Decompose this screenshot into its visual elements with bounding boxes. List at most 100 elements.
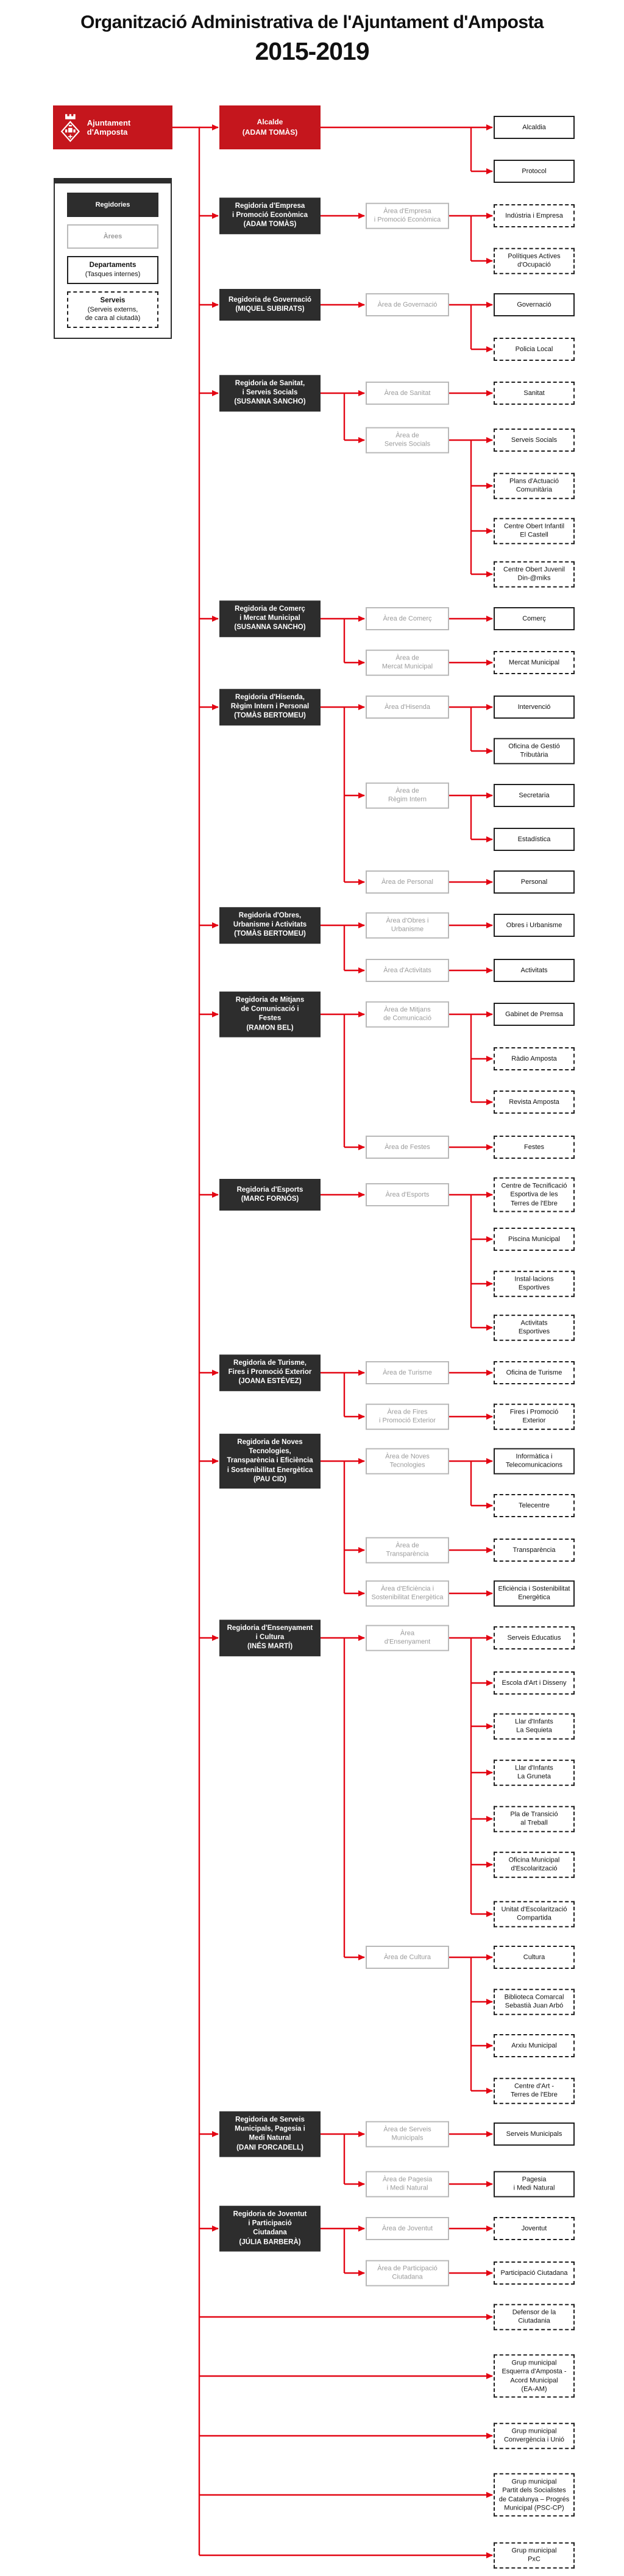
node-area: Àrea d'Activitats: [366, 959, 449, 982]
node-servei: Cultura: [494, 1946, 575, 1969]
node-servei: Festes: [494, 1136, 575, 1159]
node-area: Àrea de Pagesia i Medi Natural: [366, 2171, 449, 2197]
node-area: Àrea d'Obres i Urbanisme: [366, 912, 449, 939]
node-dept: Estadística: [494, 828, 575, 851]
node-area: Àrea de Transparència: [366, 1537, 449, 1564]
legend-departaments-title: Departaments: [89, 262, 136, 269]
legend-serveis-title: Serveis: [100, 297, 126, 305]
node-servei: Mercat Municipal: [494, 651, 575, 674]
node-regidoria: Regidoria de Mitjans de Comunicació i Fe…: [219, 991, 321, 1037]
node-servei: Grup municipal Partit dels Socialistes d…: [494, 2473, 575, 2517]
node-servei: Polítiques Actives d'Ocupació: [494, 247, 575, 274]
node-dept: Activitats: [494, 959, 575, 982]
node-regidoria-holder: (JOANA ESTÉVEZ): [238, 1378, 302, 1386]
node-servei: Pla de Transició al Treball: [494, 1806, 575, 1832]
node-servei: Piscina Municipal: [494, 1228, 575, 1251]
node-servei: Revista Amposta: [494, 1091, 575, 1114]
node-area: Àrea de Governació: [366, 293, 449, 316]
node-area: Àrea de Cultura: [366, 1946, 449, 1969]
node-area: Àrea de Règim Intern: [366, 782, 449, 809]
node-regidoria-holder: (MIQUEL SUBIRATS): [235, 305, 305, 313]
node-alcalde: Alcalde(ADAM TOMÀS): [219, 105, 321, 149]
node-servei: Arxiu Municipal: [494, 2034, 575, 2057]
node-regidoria-label: Regidoria de Noves Tecnologies, Transpar…: [227, 1439, 313, 1474]
node-servei: Grup municipal Convergència i Unió: [494, 2422, 575, 2449]
node-regidoria-label: Regidoria de Governació: [228, 296, 312, 304]
node-area: Àrea de Comerç: [366, 607, 449, 630]
node-regidoria-holder: (MARC FORNÓS): [241, 1195, 299, 1203]
node-area: Àrea de Participació Ciutadana: [366, 2260, 449, 2286]
node-regidoria-label: Regidoria de Sanitat, i Serveis Socials: [235, 380, 305, 397]
logo-label: Ajuntament d'Amposta: [87, 118, 131, 137]
node-servei: Ràdio Amposta: [494, 1047, 575, 1070]
node-servei: Policia Local: [494, 338, 575, 361]
legend-arees: Àrees: [67, 224, 158, 249]
node-regidoria: Regidoria d'Hisenda, Règim Intern i Pers…: [219, 689, 321, 725]
page-subtitle: 2015-2019: [255, 37, 369, 65]
legend-departaments: Departaments (Tasques internes): [67, 256, 158, 284]
node-dept: Intervenció: [494, 696, 575, 719]
node-servei: Llar d'Infants La Gruneta: [494, 1759, 575, 1786]
node-area: Àrea de Serveis Socials: [366, 427, 449, 454]
node-servei: Centre de Tecnificació Esportiva de les …: [494, 1177, 575, 1212]
node-servei: Centre d'Art - Terres de l'Ebre: [494, 2077, 575, 2104]
node-regidoria: Regidoria de Serveis Municipals, Pagesia…: [219, 2111, 321, 2157]
node-servei: Serveis Educatius: [494, 1626, 575, 1649]
node-regidoria-holder: (TOMÀS BERTOMEU): [234, 712, 306, 720]
chart-header: Organització Administrativa de l'Ajuntam…: [0, 12, 624, 66]
node-servei: Centre Obert Infantil El Castell: [494, 518, 575, 544]
node-servei: Fires i Promoció Exterior: [494, 1403, 575, 1430]
node-dept: Secretaria: [494, 784, 575, 807]
node-regidoria-holder: (SUSANNA SANCHO): [234, 398, 306, 406]
node-regidoria: Regidoria d'Esports(MARC FORNÓS): [219, 1179, 321, 1211]
legend-departaments-note: (Tasques internes): [85, 271, 141, 279]
node-servei: Serveis Socials: [494, 429, 575, 452]
node-dept: Personal: [494, 870, 575, 894]
node-servei: Defensor de la Ciutadania: [494, 2304, 575, 2330]
node-regidoria-label: Regidoria de Serveis Municipals, Pagesia…: [235, 2116, 305, 2142]
node-regidoria: Regidoria de Sanitat, i Serveis Socials(…: [219, 375, 321, 411]
node-area: Àrea de Festes: [366, 1136, 449, 1159]
node-regidoria-holder: (TOMÀS BERTOMEU): [234, 930, 306, 938]
node-servei: Joventut: [494, 2217, 575, 2240]
node-dept: Eficiència i Sostenibilitat Energètica: [494, 1580, 575, 1607]
node-regidoria-label: Regidoria d'Empresa i Promoció Econòmica: [232, 202, 308, 219]
node-servei: Grup municipal PxC: [494, 2542, 575, 2569]
node-regidoria: Regidoria d'Ensenyament i Cultura(INÉS M…: [219, 1620, 321, 1656]
node-regidoria-holder: (RAMON BEL): [246, 1024, 294, 1032]
legend: Regidories Àrees Departaments (Tasques in…: [54, 178, 172, 339]
node-servei: Plans d'Actuació Comunitària: [494, 472, 575, 499]
page-title: Organització Administrativa de l'Ajuntam…: [80, 12, 544, 32]
node-servei: Biblioteca Comarcal Sebastià Juan Arbó: [494, 1988, 575, 2015]
node-regidoria-label: Regidoria d'Ensenyament i Cultura: [227, 1624, 313, 1642]
node-servei: Indústria i Empresa: [494, 204, 575, 227]
node-regidoria-holder: (DANI FORCADELL): [236, 2144, 303, 2152]
node-regidoria-holder: (PAU CID): [253, 1475, 287, 1483]
node-dept: Governació: [494, 293, 575, 316]
node-area: Àrea d'Hisenda: [366, 696, 449, 719]
node-area: Àrea de Personal: [366, 870, 449, 894]
legend-regidories: Regidories: [67, 193, 158, 217]
node-regidoria-holder: (ADAM TOMÀS): [243, 221, 297, 229]
node-regidoria: Regidoria de Comerç i Mercat Municipal(S…: [219, 600, 321, 637]
node-alcalde-label: Alcalde: [257, 118, 283, 127]
node-servei: Llar d'Infants La Sequieta: [494, 1713, 575, 1740]
node-dept: Oficina de Gestió Tributària: [494, 738, 575, 764]
node-servei: Oficina Municipal d'Escolarització: [494, 1851, 575, 1878]
node-area: Àrea de Mitjans de Comunicació: [366, 1001, 449, 1028]
node-servei: Centre Obert Juvenil Din-@miks: [494, 561, 575, 588]
node-servei: Sanitat: [494, 382, 575, 405]
node-servei: Unitat d'Escolarització Compartida: [494, 1901, 575, 1927]
node-regidoria-holder: (SUSANNA SANCHO): [234, 624, 306, 632]
node-alcalde-holder: (ADAM TOMÀS): [242, 128, 298, 137]
node-regidoria-label: Regidoria de Joventut i Participació Ciu…: [233, 2210, 307, 2236]
node-regidoria-label: Regidoria de Mitjans de Comunicació i Fe…: [235, 996, 305, 1022]
node-area: Àrea de Fires i Promoció Exterior: [366, 1403, 449, 1430]
node-dept: Serveis Municipals: [494, 2122, 575, 2146]
node-servei: Telecentre: [494, 1494, 575, 1517]
node-regidoria-label: Regidoria d'Obres, Urbanisme i Activitat…: [233, 912, 307, 929]
node-regidoria-holder: (JÚLIA BARBERÀ): [239, 2238, 301, 2246]
node-area: Àrea d'Esports: [366, 1183, 449, 1206]
